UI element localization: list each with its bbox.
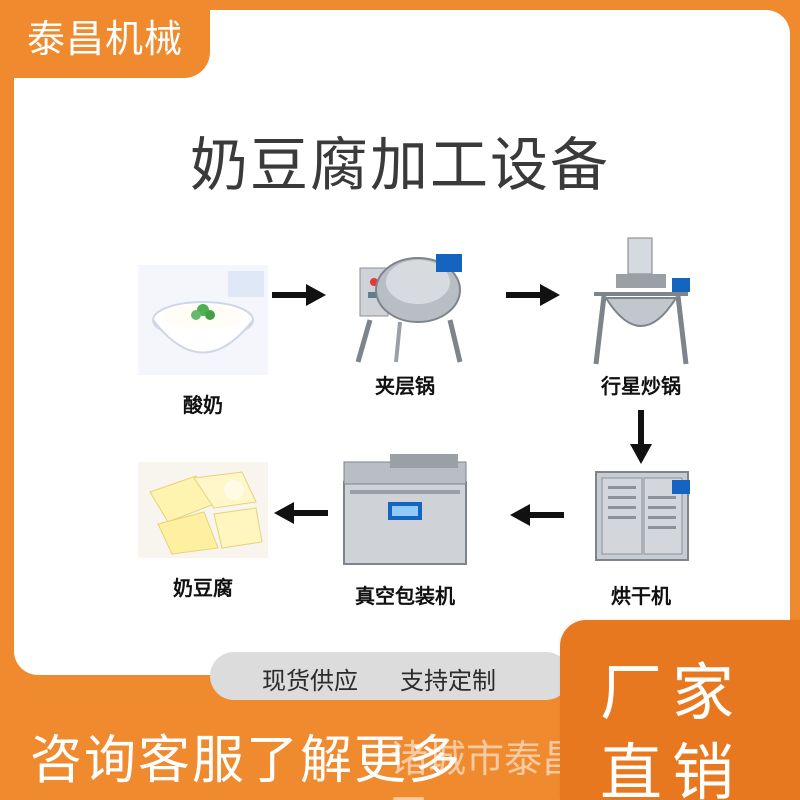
vacuum-packer-icon xyxy=(330,452,480,566)
direct-sale-badge: 厂家 直销 xyxy=(560,620,800,800)
drying-oven-icon xyxy=(576,466,706,566)
feature-pill: 现货供应 支持定制 xyxy=(210,652,570,700)
brand-tab: 泰昌机械 xyxy=(0,0,210,78)
arrow-left-icon xyxy=(274,502,328,524)
page-title: 奶豆腐加工设备 xyxy=(189,131,610,199)
step-label: 行星炒锅 xyxy=(601,374,681,398)
arrow-down-icon xyxy=(630,410,652,464)
feature-custom: 支持定制 xyxy=(400,667,496,695)
step-label: 烘干机 xyxy=(611,584,671,608)
brand-name: 泰昌机械 xyxy=(26,17,183,61)
step-yogurt: 酸奶 xyxy=(128,265,278,418)
step-label: 夹层锅 xyxy=(375,374,435,398)
step-drying-oven: 烘干机 xyxy=(566,466,716,609)
step-planetary-wok: 行星炒锅 xyxy=(566,236,716,399)
step-vacuum-packer: 真空包装机 xyxy=(330,452,480,609)
badge-line2: 直销 xyxy=(600,736,745,800)
step-label: 酸奶 xyxy=(183,393,223,417)
arrow-right-icon xyxy=(506,284,560,306)
consult-cta[interactable]: 咨询客服了解更多 xyxy=(30,731,463,791)
step-jacketed-kettle: 夹层锅 xyxy=(330,240,480,399)
step-label: 奶豆腐 xyxy=(173,576,233,600)
yogurt-bowl-icon xyxy=(138,265,268,375)
planetary-wok-icon xyxy=(576,236,706,370)
milk-tofu-icon xyxy=(138,462,268,558)
arrow-left-icon xyxy=(510,504,564,526)
feature-stock: 现货供应 xyxy=(262,667,358,695)
jacketed-kettle-icon xyxy=(340,240,470,370)
step-milk-tofu: 奶豆腐 xyxy=(128,462,278,601)
arrow-right-icon xyxy=(272,284,326,306)
step-label: 真空包装机 xyxy=(355,584,455,608)
badge-line1: 厂家 xyxy=(600,656,745,729)
